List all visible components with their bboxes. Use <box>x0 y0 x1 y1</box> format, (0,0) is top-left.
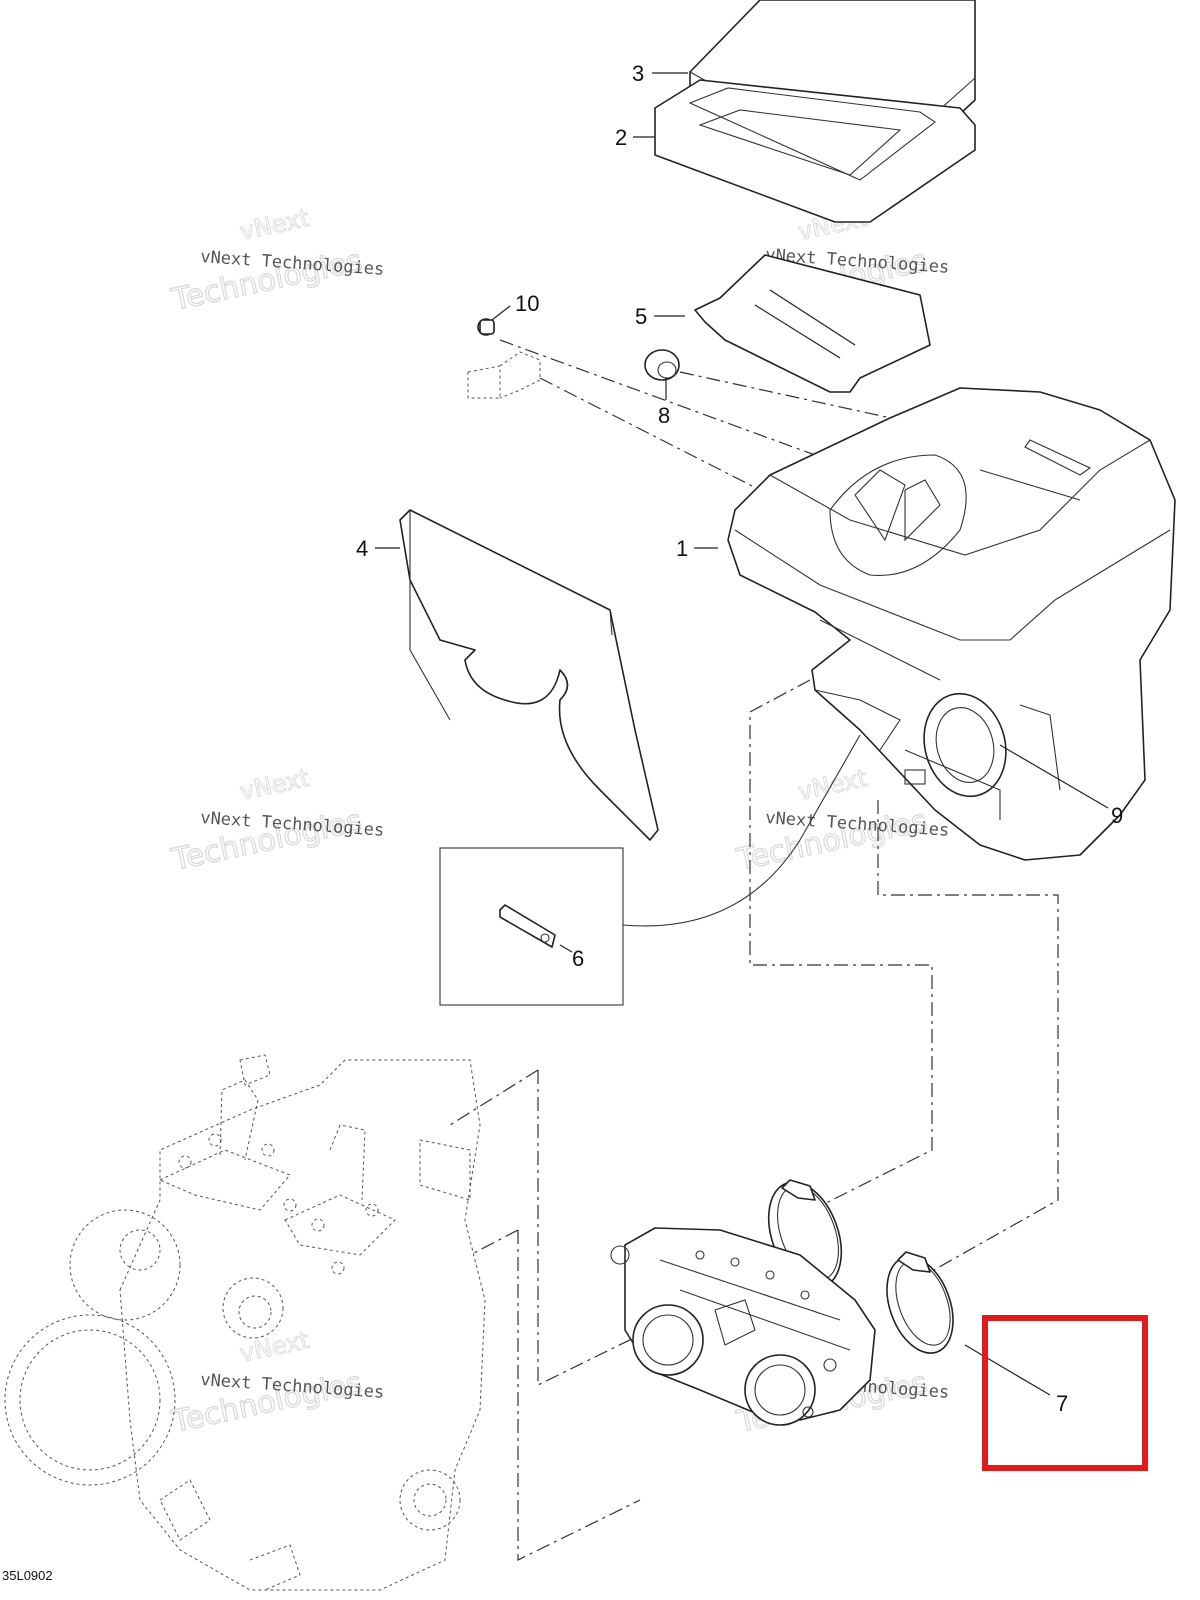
callout-8: 8 <box>658 403 670 428</box>
callout-6: 6 <box>572 946 584 971</box>
watermark-mid-left: vNext Technologies vNext Technologies <box>168 763 385 878</box>
svg-text:vNext: vNext <box>237 204 311 246</box>
part-5-plate <box>694 254 931 393</box>
part-4-foam <box>399 509 659 841</box>
svg-text:vNext: vNext <box>795 764 869 806</box>
bracket-ghost <box>467 351 541 399</box>
callout-10: 10 <box>515 291 539 316</box>
svg-text:vNext: vNext <box>237 1326 311 1368</box>
callouts: 3 2 10 5 8 4 1 9 6 7 <box>356 61 1123 1416</box>
callout-5: 5 <box>635 304 647 329</box>
callout-3: 3 <box>632 61 644 86</box>
callout-1: 1 <box>676 536 688 561</box>
assembly-lines-top <box>499 339 901 491</box>
inset-box-part-6 <box>439 734 861 1006</box>
highlight-box <box>982 1315 1148 1471</box>
drawing-code: 35L0902 <box>2 1568 53 1583</box>
carburetor-assembly <box>610 1227 876 1426</box>
watermark-bottom-left: vNext Technologies vNext Technologies <box>168 1325 385 1440</box>
engine-phantom <box>4 1054 486 1591</box>
callout-2: 2 <box>615 125 627 150</box>
assembly-lines-lower <box>449 679 1059 1561</box>
svg-text:vNext: vNext <box>237 764 311 806</box>
leader-lines <box>375 72 1109 1396</box>
callout-4: 4 <box>356 536 368 561</box>
part-2-filter-frame <box>654 79 976 223</box>
part-8-grommet <box>644 349 680 381</box>
clamp-lower <box>886 1251 954 1354</box>
callout-9: 9 <box>1111 803 1123 828</box>
part-10-screw <box>477 318 495 336</box>
watermark-top-left: vNext Technologies vNext Technologies <box>168 203 385 318</box>
callout-7: 7 <box>1056 1391 1068 1416</box>
part-1-airbox <box>727 387 1176 861</box>
